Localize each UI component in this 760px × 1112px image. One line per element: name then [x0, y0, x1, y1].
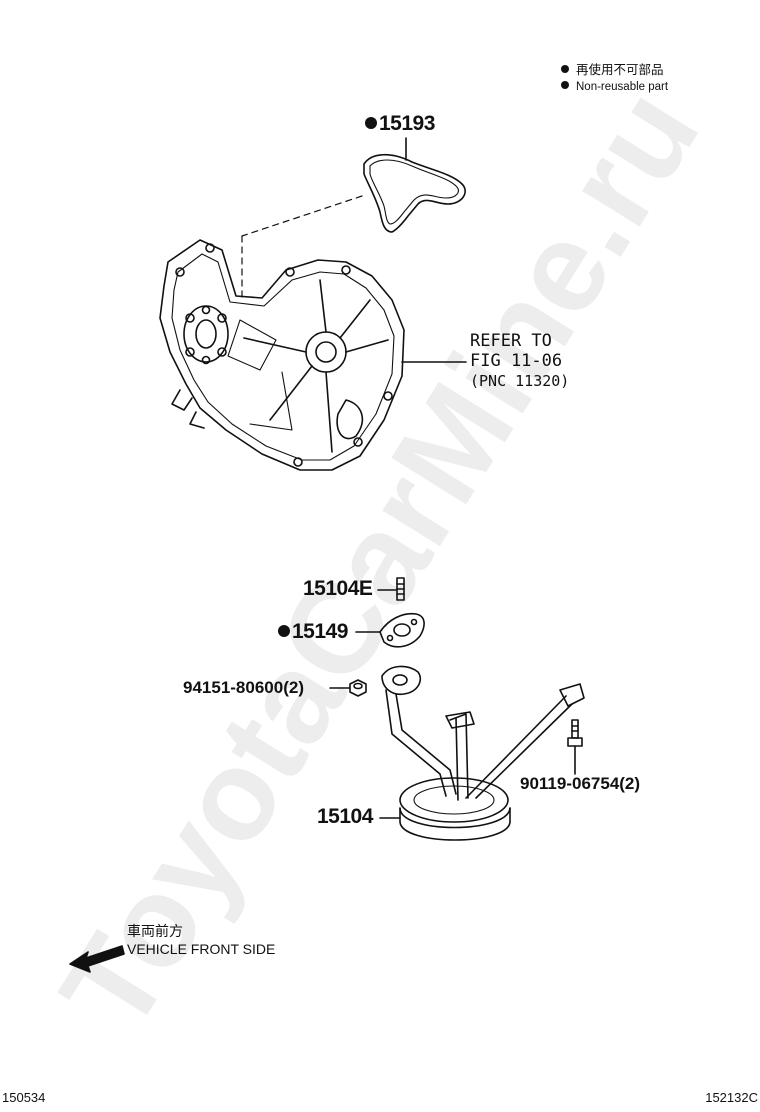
bolt-90119-drawing [567, 719, 583, 775]
legend-jp-text: 再使用不可部品 [576, 63, 664, 77]
label-94151-text: 94151-80600(2) [183, 678, 304, 697]
vehicle-front-en: VEHICLE FRONT SIDE [127, 941, 276, 957]
non-reusable-dot-icon [365, 117, 377, 129]
label-15104-text: 15104 [317, 805, 373, 828]
gasket-15193-drawing [363, 137, 466, 233]
label-15104e[interactable]: 15104E [303, 577, 373, 601]
label-15149-text: 15149 [292, 620, 348, 643]
housing-drawing [159, 239, 405, 471]
front-arrow-icon [69, 945, 125, 973]
vehicle-front-jp: 車両前方 [127, 923, 183, 939]
label-90119[interactable]: 90119-06754(2) [520, 774, 640, 794]
nut-94151-drawing [329, 679, 367, 697]
bullet-icon [561, 65, 569, 73]
footer-left-code: 150534 [2, 1090, 46, 1105]
legend-en-text: Non-reusable part [576, 81, 669, 93]
bolt-15104e-drawing [377, 577, 405, 601]
dashed-guide-lines [241, 195, 363, 301]
refer-note[interactable]: REFER TO FIG 11-06 (PNC 11320) [470, 331, 569, 391]
label-15104e-text: 15104E [303, 577, 373, 600]
refer-line-3: (PNC 11320) [470, 372, 570, 390]
label-15149[interactable]: 15149 [278, 620, 348, 644]
label-94151[interactable]: 94151-80600(2) [183, 678, 304, 698]
legend: 再使用不可部品 Non-reusable part [561, 62, 668, 96]
refer-line-1: REFER TO [470, 331, 552, 351]
footer-right-code: 152132C [705, 1090, 758, 1105]
vehicle-front-label: 車両前方 VEHICLE FRONT SIDE [127, 922, 275, 958]
legend-en: Non-reusable part [561, 79, 668, 96]
label-15193-text: 15193 [379, 112, 435, 135]
non-reusable-dot-icon [278, 625, 290, 637]
label-90119-text: 90119-06754(2) [520, 774, 641, 793]
bullet-icon [561, 81, 569, 89]
label-15193[interactable]: 15193 [365, 112, 435, 136]
refer-line-2: FIG 11-06 [470, 351, 563, 371]
label-15104[interactable]: 15104 [317, 805, 373, 829]
legend-jp: 再使用不可部品 [561, 62, 668, 79]
gasket-15149-drawing [355, 612, 425, 648]
oil-strainer-15104-drawing [379, 665, 585, 841]
